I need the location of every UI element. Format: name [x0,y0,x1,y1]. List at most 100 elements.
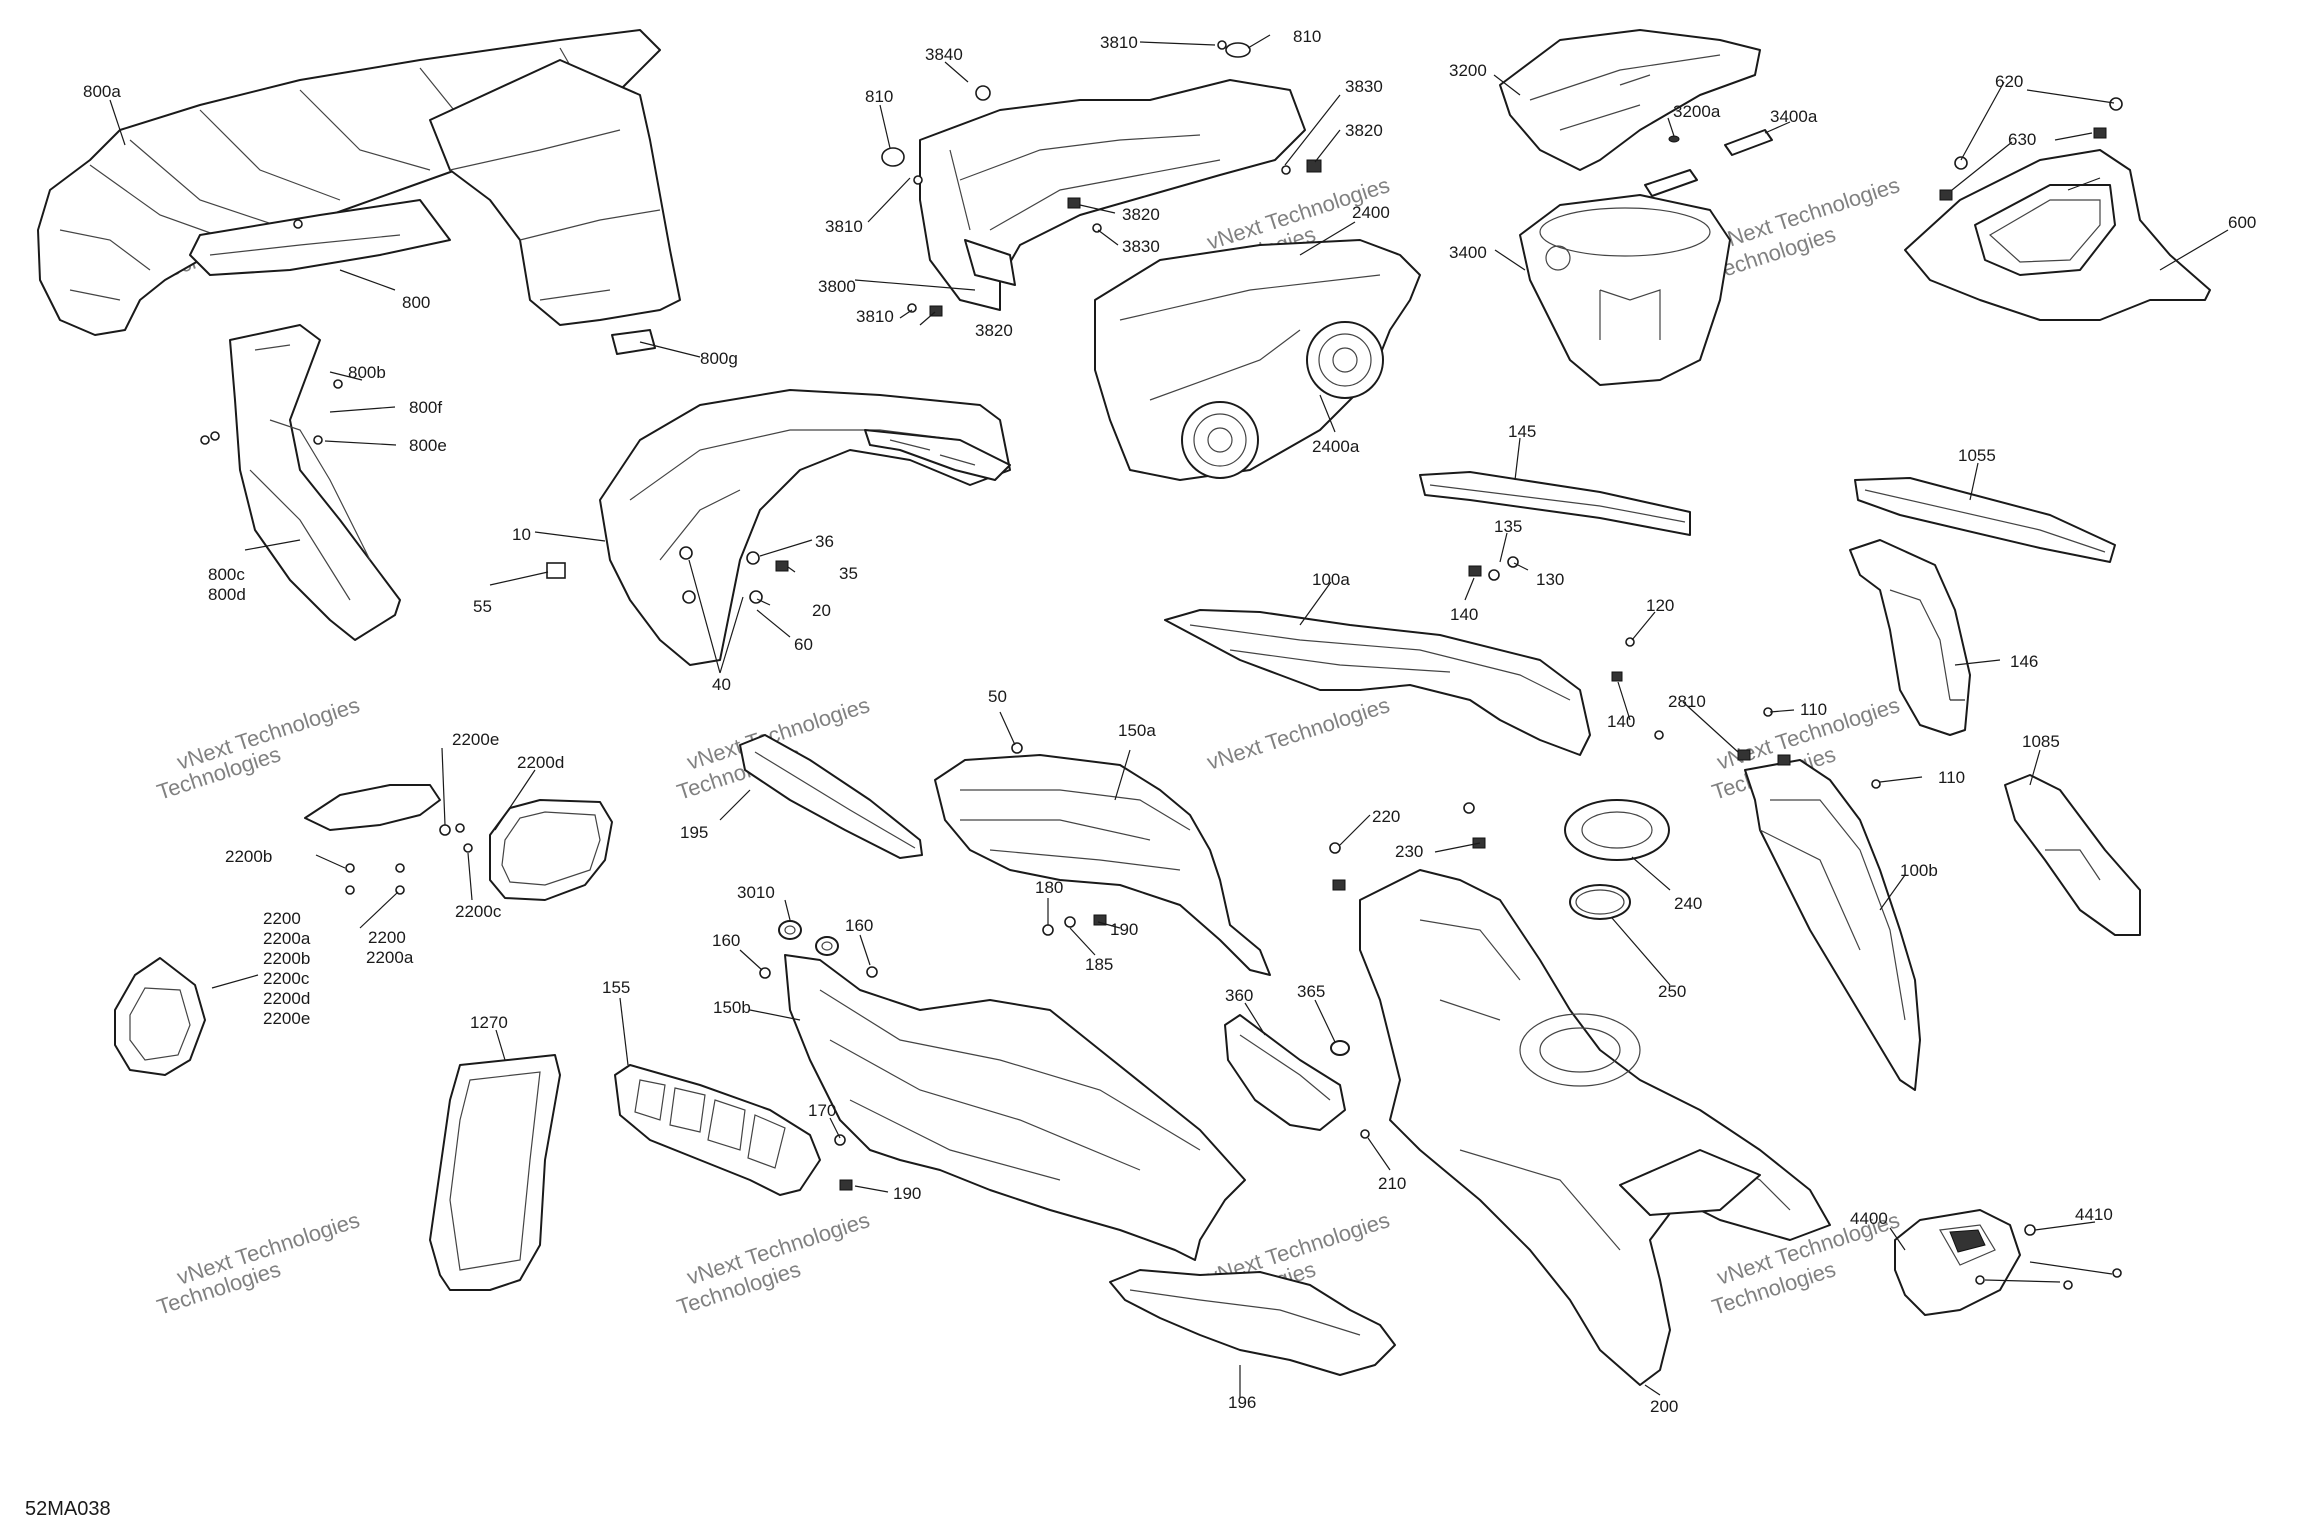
nut-icon [866,966,878,978]
callout-155: 155 [602,978,630,997]
screw-icon [913,175,923,185]
callout-60: 60 [794,635,813,654]
mirror-kit-item: 2200 [263,909,301,928]
part-nose-cowl-10 [599,389,1011,666]
nut-icon [749,590,763,604]
callout-10: 10 [512,525,531,544]
callout-2200c: 2200c [455,902,502,921]
callout-150b: 150b [713,998,751,1017]
screw-icon [679,546,693,560]
screw-icon [293,219,303,229]
callout-1055: 1055 [1958,446,1996,465]
callout-2810: 2810 [1668,692,1706,711]
screw-icon [1871,779,1881,789]
callout-3200a: 3200a [1673,102,1721,121]
callout-800b: 800b [348,363,386,382]
part-bracket-360 [1224,1014,1346,1131]
callout-200: 200 [1650,1397,1678,1416]
callout-20: 20 [812,601,831,620]
clip-icon [775,560,789,572]
callout-620: 620 [1995,72,2023,91]
callout-600: 600 [2228,213,2256,232]
callout-1085: 1085 [2022,732,2060,751]
callout-3830-mid: 3830 [1122,237,1160,256]
callout-2200: 2200 [368,928,406,947]
part-vent-grille-155 [614,1064,821,1196]
part-cluster-cover-600 [1904,149,2211,321]
clip-icon [1093,914,1107,926]
callout-2400a: 2400a [1312,437,1360,456]
leader-lines [109,34,2229,1398]
callout-3810-low: 3810 [856,307,894,326]
callout-196: 196 [1228,1393,1256,1412]
part-deflector-146 [1849,539,1971,736]
screw-icon [2024,1224,2036,1236]
washer-icon [345,863,355,873]
clip-icon [1468,565,1482,577]
part-front-fairing-800 [37,29,681,355]
part-gasket-250 [1569,884,1631,920]
callout-2400: 2400 [1352,203,1390,222]
callout-800e: 800e [409,436,447,455]
callout-140-lower: 140 [1607,712,1635,731]
diagram-code: 52MA038 [25,1498,111,1520]
screw-icon [682,590,696,604]
callout-3840: 3840 [925,45,963,64]
callout-145: 145 [1508,422,1536,441]
callout-3200: 3200 [1449,61,1487,80]
callout-3400a: 3400a [1770,107,1818,126]
grommet-icon [1225,42,1251,58]
callout-190-lower: 190 [893,1184,921,1203]
callout-3800: 3800 [818,277,856,296]
screw-icon [1975,1275,1985,1285]
callout-810-top: 810 [1293,27,1321,46]
callout-140-upper: 140 [1450,605,1478,624]
callout-2200d: 2200d [517,753,564,772]
callout-1270: 1270 [470,1013,508,1032]
callout-800: 800 [402,293,430,312]
callout-55: 55 [473,597,492,616]
part-mirror-2200-lower [114,957,206,1076]
screw-icon [200,435,210,445]
callout-3820-top: 3820 [1345,121,1383,140]
mirror-kit-item: 2200a [263,929,311,948]
screw-icon [1329,842,1341,854]
callout-36: 36 [815,532,834,551]
part-storage-lid-3200 [1499,29,1761,171]
nut-icon [759,967,771,979]
mirror-kit-item: 2200d [263,989,310,1008]
watermark: vNext Technologies [1204,692,1393,775]
screw-icon [1092,223,1102,233]
callout-195: 195 [680,823,708,842]
screw-icon [907,303,917,313]
callout-160-right: 160 [845,916,873,935]
part-side-panel-150a [934,754,1271,976]
callout-135: 135 [1494,517,1522,536]
screw-icon [463,843,473,853]
callout-130: 130 [1536,570,1564,589]
part-fuel-ring-240 [1564,799,1670,861]
part-trim-145 [1419,471,1691,536]
callout-4410: 4410 [2075,1205,2113,1224]
clip-icon [1332,879,1346,891]
part-rear-panel-100b [1744,759,1921,1091]
screw-icon [1217,40,1227,50]
clip-icon [1939,189,1953,201]
callout-630: 630 [2008,130,2036,149]
callout-800f: 800f [409,398,442,417]
callout-labels: 800a 800 800b 800f 800e 800g 800c 800d 3… [25,27,2256,1520]
washer-icon [1011,742,1023,754]
callout-110-upper: 110 [1800,700,1827,719]
watermark-text: vNext Technologies [1204,692,1393,775]
clip-icon [1777,754,1791,766]
clip-icon [1306,159,1322,173]
screw-icon [1360,1129,1370,1139]
clip-icon [839,1179,853,1191]
part-side-piece-1085 [2004,774,2141,936]
callout-240: 240 [1674,894,1702,913]
clip-icon [1067,197,1081,209]
pad-icon [546,562,566,579]
callout-50: 50 [988,687,1007,706]
callout-800g: 800g [700,349,738,368]
